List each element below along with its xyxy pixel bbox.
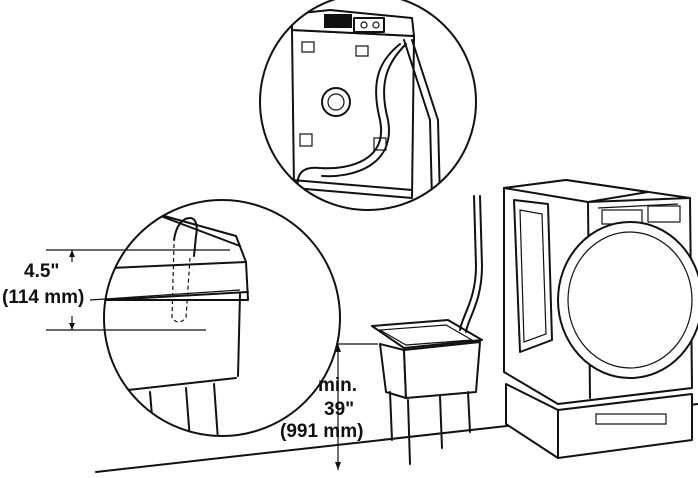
height-dimension-prefix: min. (318, 375, 358, 396)
detail-dimension-imperial: 4.5" (24, 261, 60, 282)
washer-back-detail-circle (259, 0, 477, 211)
detail-dimension-lines (46, 249, 241, 331)
detail-dimension-metric: (114 mm) (2, 287, 85, 308)
tub-edge-detail-circle (103, 199, 341, 437)
height-dimension-imperial: 39" (324, 399, 355, 420)
height-dimension-lines (335, 343, 378, 470)
washer (503, 179, 698, 459)
laundry-tub (371, 195, 483, 465)
height-dimension-metric: (991 mm) (280, 421, 364, 442)
